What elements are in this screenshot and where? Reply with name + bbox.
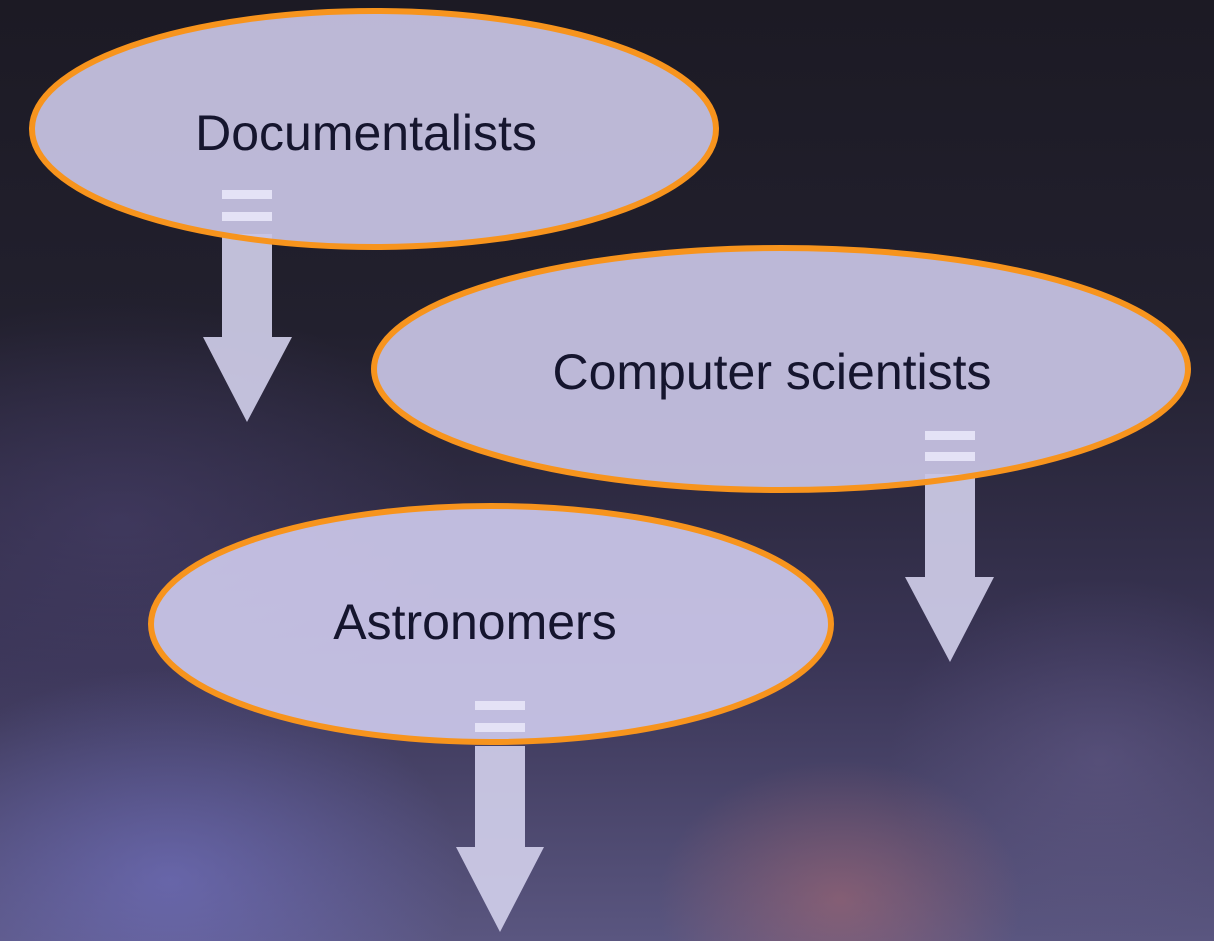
arrow-astronomers-bar-2 [475, 723, 525, 732]
node-computer-scientists-ellipse [371, 245, 1191, 493]
node-astronomers-ellipse [148, 503, 834, 745]
arrow-computer-scientists-bar-2 [925, 452, 975, 461]
node-label-computer-scientists: Computer scientists [552, 344, 992, 400]
arrow-computer-scientists-bar-1 [925, 431, 975, 440]
node-documentalists-ellipse [29, 8, 719, 250]
node-label-astronomers: Astronomers [333, 594, 617, 650]
node-label-documentalists: Documentalists [195, 105, 537, 161]
arrow-documentalists-bar-2 [222, 212, 272, 221]
arrow-documentalists-bar-1 [222, 190, 272, 199]
arrow-astronomers-bar-1 [475, 701, 525, 710]
